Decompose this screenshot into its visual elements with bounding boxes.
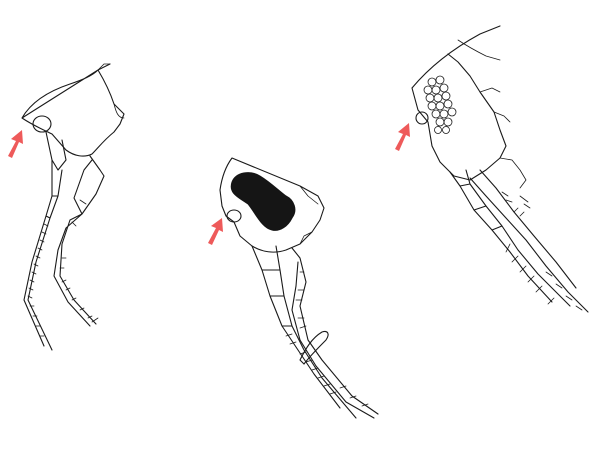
specimen-middle xyxy=(208,157,379,419)
antenna-1-middle xyxy=(251,245,357,419)
head-outline-right xyxy=(411,53,507,181)
rostral-lobe-middle xyxy=(226,209,242,223)
antenna-2-middle xyxy=(291,247,379,419)
antenna-1-right xyxy=(449,169,571,307)
antenna-2-joint-middle xyxy=(299,330,329,365)
head-outline-left xyxy=(21,63,125,157)
rostral-lobe-right xyxy=(415,111,429,125)
specimen-left xyxy=(8,63,125,351)
pointer-arrow-right xyxy=(395,123,410,151)
pointer-arrow-middle xyxy=(208,218,223,245)
specimen-right xyxy=(395,25,589,313)
pointer-arrow-left xyxy=(8,130,23,158)
antenna-2-right xyxy=(469,169,589,313)
rostral-lobe-left xyxy=(32,115,52,133)
antenna-2-left xyxy=(53,155,105,327)
eye-solid-middle xyxy=(230,172,296,231)
eye-ommatidia-right xyxy=(423,75,457,134)
antenna-1-left xyxy=(23,131,67,351)
